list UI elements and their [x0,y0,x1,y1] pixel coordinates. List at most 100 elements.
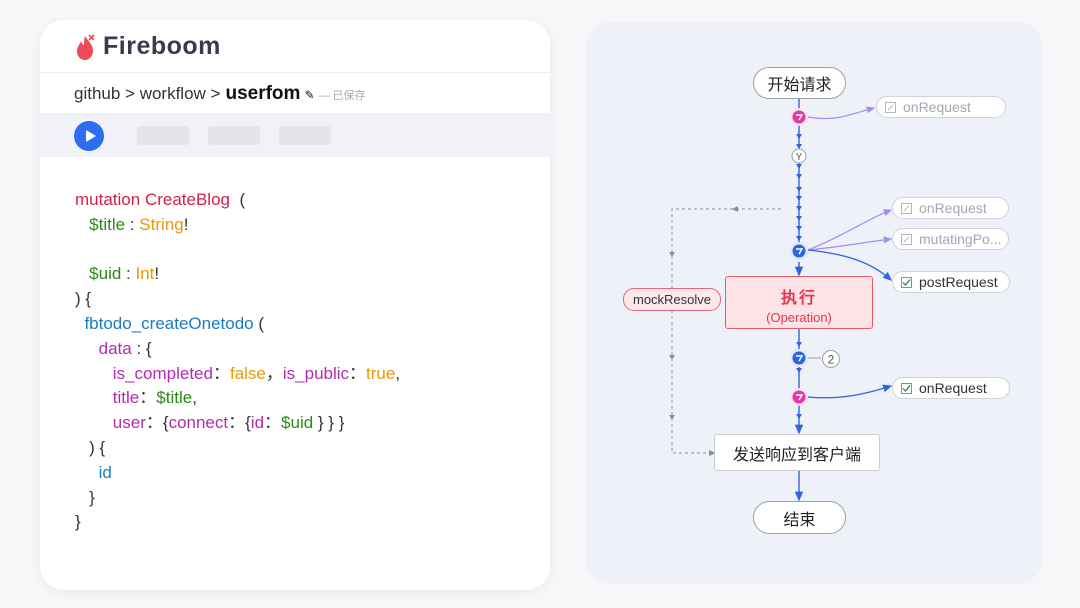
editor-panel: Fireboom github > workflow > userfom ✎ —… [40,20,550,590]
hook-icon-pink-2[interactable] [790,388,808,406]
graphql-code-editor[interactable]: mutation CreateBlog ( $title : String! $… [75,188,400,535]
hook-disabled-icon [901,233,912,245]
fireboom-logo: Fireboom [74,32,221,61]
hook-onrequest-1[interactable]: onRequest [876,96,1006,118]
run-button[interactable] [74,121,104,151]
code-token: $title [156,388,193,408]
y-branch-marker [791,148,807,164]
start-node[interactable]: 开始请求 [753,67,846,99]
breadcrumb-current[interactable]: userfom [225,83,301,104]
save-status: — 已保存 [318,90,366,102]
code-token: connect [168,413,229,433]
execute-subtitle: (Operation) [766,310,832,325]
code-token: } } } [313,413,345,433]
code-line: } [75,510,400,535]
app-name: Fireboom [103,32,221,60]
step-number: 2 [828,353,835,367]
code-token: is_completed [112,363,213,383]
code-token: id [250,413,265,433]
toolbar-placeholder-1[interactable] [137,126,189,145]
code-token: ： [212,363,230,383]
code-token: CreateBlog [144,190,230,209]
code-token: } [75,512,81,532]
execute-title: 执行 [780,290,817,307]
execute-node[interactable]: 执行 (Operation) [725,276,873,329]
breadcrumb: github > workflow > userfom ✎ — 已保存 [74,83,366,105]
code-line: ) { [75,287,400,312]
code-token: ) { [75,437,106,457]
code-line: $uid : Int! [75,262,400,287]
code-token: ， [265,363,283,383]
code-token: ： [139,388,157,408]
code-token: user [112,413,146,433]
code-token [75,215,89,234]
step-number-marker [822,350,840,368]
hook-curve-4 [807,249,892,281]
toolbar-placeholder-2[interactable] [208,126,260,145]
respond-node[interactable]: 发送响应到客户端 [714,434,880,471]
code-token: ： [349,363,367,383]
hook-label: postRequest [919,274,998,290]
mock-resolve-node[interactable]: mockResolve [623,288,721,311]
mock-loop-line [671,208,781,456]
code-token: $title [89,214,126,234]
code-token: mutation [75,190,145,209]
code-token [75,339,99,358]
code-token: data [98,338,132,358]
y-branch-label: Y [796,152,803,163]
code-token: is_public [282,363,350,383]
code-token: } [75,487,95,507]
hook-icon-blue-2[interactable] [790,349,808,367]
code-line: title：$title, [75,386,400,411]
hook-curve-3 [807,236,893,251]
hook-label: onRequest [903,99,971,115]
hook-icon-pink-1[interactable] [790,108,808,126]
code-token: ( [230,190,246,209]
flow-panel: Y 2 开始请求 [586,22,1042,584]
hook-curve-5 [807,384,893,399]
breadcrumb-path[interactable]: github > workflow > [74,84,221,103]
hook-curve-2 [807,209,893,251]
code-token: false [229,363,266,383]
hook-icon-blue-1[interactable] [790,242,808,260]
code-token: : { [131,338,152,358]
code-token [75,388,113,407]
code-token: ：{ [145,413,169,433]
code-token: , [192,388,197,408]
code-token: : [125,214,140,234]
toolbar-placeholder-3[interactable] [279,126,331,145]
code-token [75,463,99,482]
hook-mutating[interactable]: mutatingPo... [892,228,1009,250]
code-token [75,264,89,283]
editor-toolbar [40,113,550,157]
hook-curve-1 [807,106,876,120]
hook-label: onRequest [919,200,987,216]
pencil-icon[interactable]: ✎ [304,88,315,102]
code-token: fbtodo_createOnetodo [84,313,254,333]
code-token: ：{ [228,413,251,433]
code-token [75,413,113,432]
code-token: ( [253,313,265,333]
hook-label: onRequest [919,380,987,396]
hook-disabled-icon [901,202,912,214]
hook-enabled-icon [901,276,912,288]
code-line: user：{connect：{id：$uid } } } [75,411,400,436]
flow-diagram: Y 2 [669,97,893,502]
hook-label: mutatingPo... [919,231,1002,247]
code-line: fbtodo_createOnetodo ( [75,312,400,337]
code-token: , [395,363,401,383]
end-node[interactable]: 结束 [753,501,846,534]
hook-onrequest-3[interactable]: onRequest [892,377,1010,399]
code-token: true [366,363,396,383]
hook-enabled-icon [901,382,912,394]
code-token: $uid [89,264,122,284]
code-line: data : { [75,337,400,362]
code-line: } [75,486,400,511]
code-line: is_completed：false，is_public：true, [75,362,400,387]
code-token: String [139,214,184,234]
hook-postrequest[interactable]: postRequest [892,271,1010,293]
code-line [75,238,400,263]
flame-icon [77,33,95,60]
code-token: Int [135,264,155,284]
hook-onrequest-2[interactable]: onRequest [892,197,1009,219]
